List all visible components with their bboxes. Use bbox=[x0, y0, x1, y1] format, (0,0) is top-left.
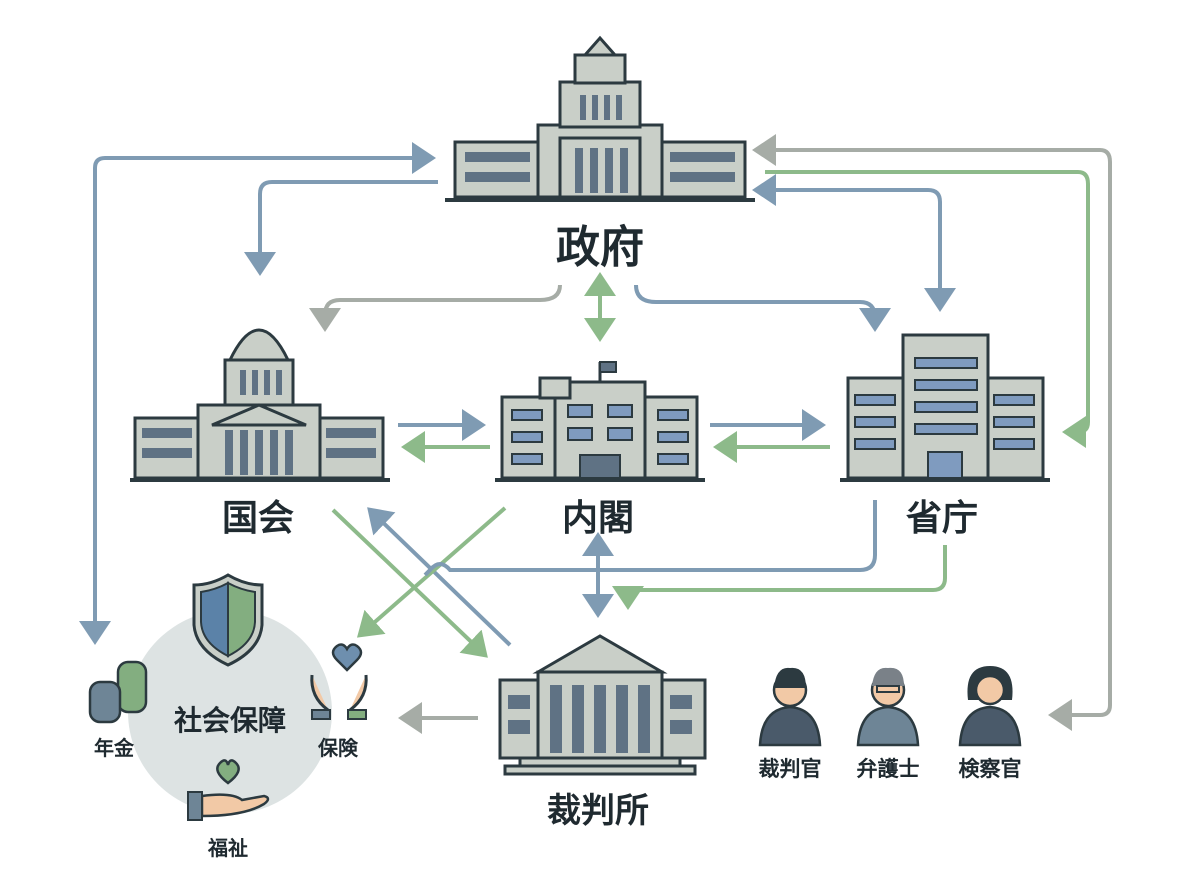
lawyer-icon bbox=[856, 667, 920, 747]
arrow-pension-government bbox=[79, 142, 436, 645]
hands-heart-icon bbox=[310, 643, 368, 720]
arrow-government-ministries-green bbox=[765, 170, 1090, 448]
arrow-cabinet-social bbox=[356, 506, 507, 638]
arrow-diet-court bbox=[331, 508, 488, 658]
ministries-label: 省庁 bbox=[906, 498, 978, 539]
coins-icon bbox=[88, 660, 148, 724]
social-security-label: 社会保障 bbox=[174, 704, 286, 737]
hand-heart-icon bbox=[187, 759, 270, 821]
lawyer-label: 弁護士 bbox=[857, 757, 920, 781]
government-building-icon bbox=[445, 35, 755, 202]
ministries-building-icon bbox=[840, 333, 1050, 482]
prosecutor-label: 検察官 bbox=[959, 757, 1022, 781]
shield-icon bbox=[192, 573, 264, 667]
arrow-government-diet-gray bbox=[309, 284, 562, 332]
diet-label: 国会 bbox=[222, 498, 294, 539]
court-building-icon bbox=[498, 634, 707, 776]
welfare-label: 福祉 bbox=[207, 836, 248, 860]
court-label: 裁判所 bbox=[547, 791, 649, 831]
insurance-label: 保険 bbox=[317, 736, 359, 760]
arrow-government-ministries bbox=[634, 284, 891, 332]
diet-building-icon bbox=[130, 328, 390, 482]
government-label: 政府 bbox=[556, 222, 644, 273]
arrow-government-diet bbox=[244, 180, 438, 276]
pension-label: 年金 bbox=[94, 736, 135, 760]
judge-icon bbox=[758, 667, 822, 747]
arrow-government-ministries-blue bbox=[752, 174, 956, 312]
prosecutor-icon bbox=[958, 666, 1022, 747]
arrow-people-government-gray bbox=[752, 134, 1112, 731]
cabinet-label: 内閣 bbox=[562, 498, 634, 539]
cabinet-building-icon bbox=[495, 361, 705, 482]
arrow-ministries-court-green bbox=[612, 545, 947, 610]
judge-label: 裁判官 bbox=[759, 757, 822, 781]
arrows bbox=[79, 134, 1112, 734]
social-security-group bbox=[88, 573, 368, 821]
arrow-ministries-court-blue bbox=[423, 500, 877, 577]
arrow-court-diet bbox=[367, 507, 512, 647]
